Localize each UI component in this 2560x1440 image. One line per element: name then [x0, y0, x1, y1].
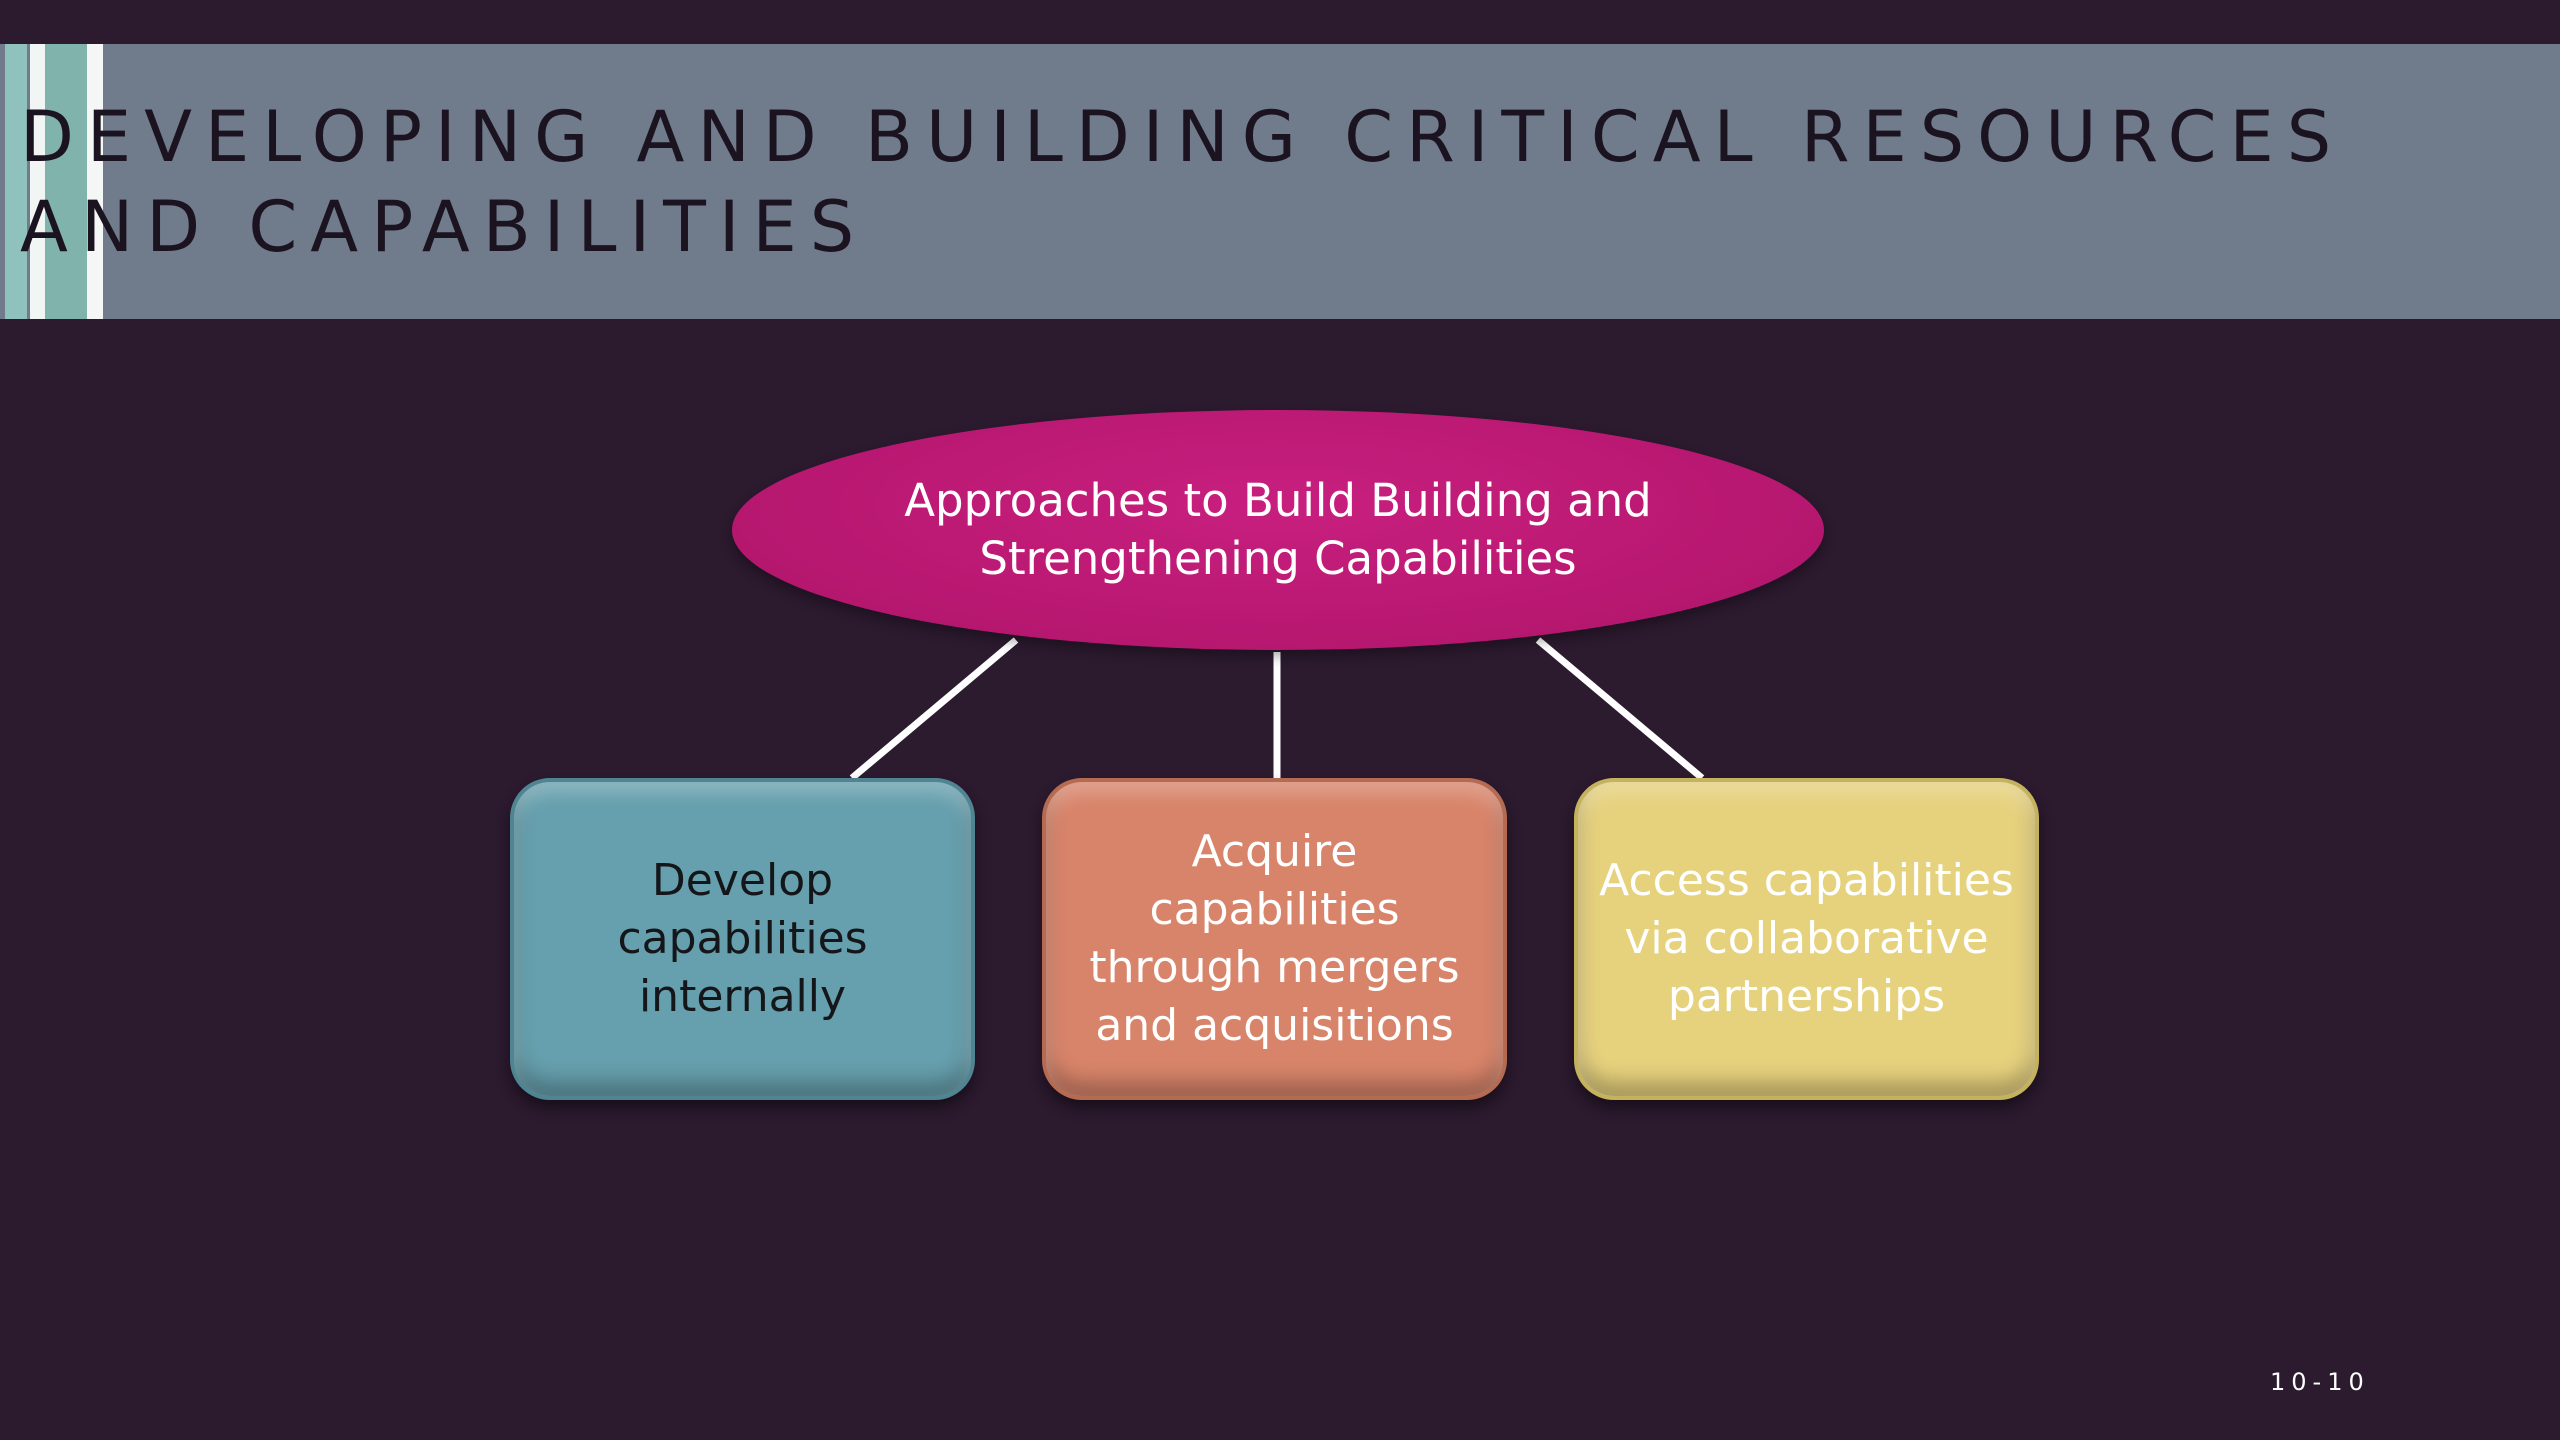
node-access-partnerships-label: Access capabilities via collaborative pa…: [1599, 855, 2014, 1022]
root-node: Approaches to Build Building and Strengt…: [732, 410, 1824, 650]
slide-number: 10-10: [2270, 1368, 2370, 1396]
node-develop-internally-label: Develop capabilities internally: [617, 855, 868, 1022]
node-access-partnerships: Access capabilities via collaborative pa…: [1574, 778, 2039, 1100]
decorative-stripe: [5, 44, 27, 319]
connector-line-access: [1535, 637, 1705, 781]
decorative-stripe: [30, 44, 45, 319]
node-develop-internally: Develop capabilities internally: [510, 778, 975, 1100]
decorative-stripe: [45, 44, 87, 319]
connector-line-develop: [849, 637, 1019, 781]
node-acquire-mergers-label: Acquire capabilities through mergers and…: [1089, 826, 1460, 1051]
slide-title: DEVELOPING AND BUILDING CRITICAL RESOURC…: [20, 96, 2345, 268]
root-node-label: Approaches to Build Building and Strengt…: [904, 474, 1652, 585]
decorative-stripe: [87, 44, 103, 319]
title-band: [0, 44, 2560, 319]
node-acquire-mergers: Acquire capabilities through mergers and…: [1042, 778, 1507, 1100]
